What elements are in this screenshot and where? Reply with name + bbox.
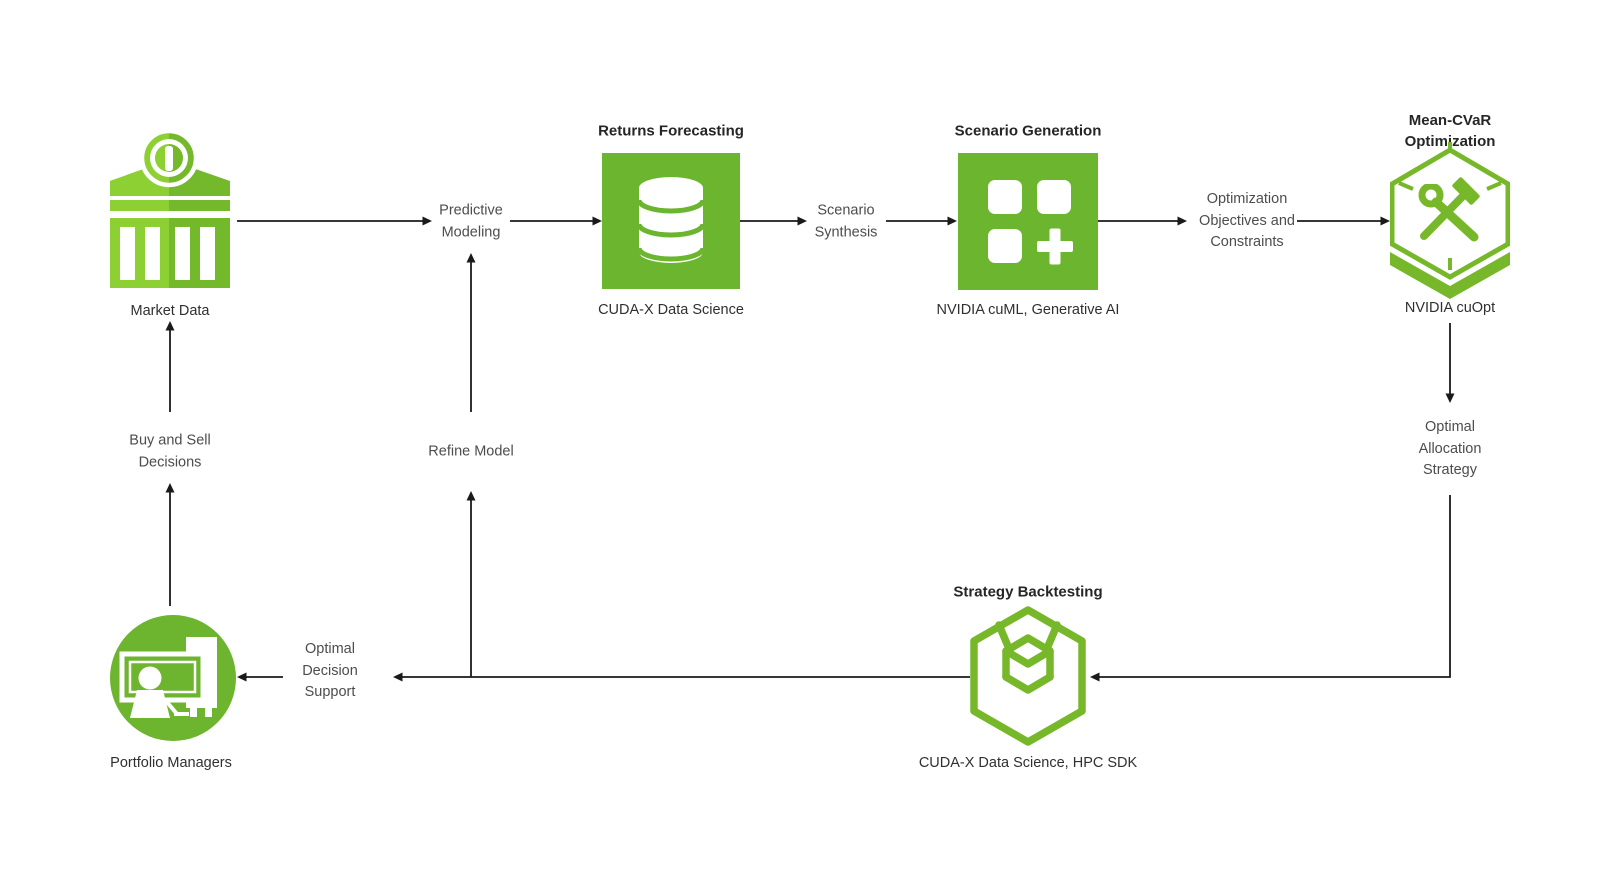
scenario-synthesis-label: Scenario Synthesis [814,202,878,241]
mean-cvar-caption: NVIDIA cuOpt [1404,300,1496,316]
scenario-generation-box [958,153,1098,290]
modules-plus-icon [988,180,1073,265]
wrench-hammer-glyph [1418,174,1480,242]
returns-forecasting-caption: CUDA-X Data Science [598,302,744,318]
returns-forecasting-box [602,153,740,289]
presenter-icon [110,615,236,741]
bank-icon [108,126,232,292]
refine-model-label: Refine Model [428,443,514,460]
optimization-objectives-label: Optimization Objectives and Constraints [1199,190,1295,250]
scenario-generation-caption: NVIDIA cuML, Generative AI [936,302,1120,318]
database-icon [637,177,705,263]
market-data-label: Market Data [130,303,210,319]
nested-cube-icon [970,606,1086,746]
predictive-modeling-label: Predictive Modeling [439,202,503,241]
portfolio-managers-label: Portfolio Managers [110,755,232,771]
scenario-generation-title: Scenario Generation [954,122,1102,140]
returns-forecasting-title: Returns Forecasting [598,122,744,140]
mean-cvar-title: Mean-CVaR Optimization [1404,112,1496,150]
strategy-backtesting-caption: CUDA-X Data Science, HPC SDK [918,755,1138,771]
optimal-decision-label: Optimal Decision Support [302,640,358,700]
strategy-backtesting-title: Strategy Backtesting [953,583,1103,601]
hexagon-tools-icon [1390,142,1510,299]
optimal-allocation-label: Optimal Allocation Strategy [1418,418,1482,478]
buy-and-sell-label: Buy and Sell Decisions [129,432,211,471]
